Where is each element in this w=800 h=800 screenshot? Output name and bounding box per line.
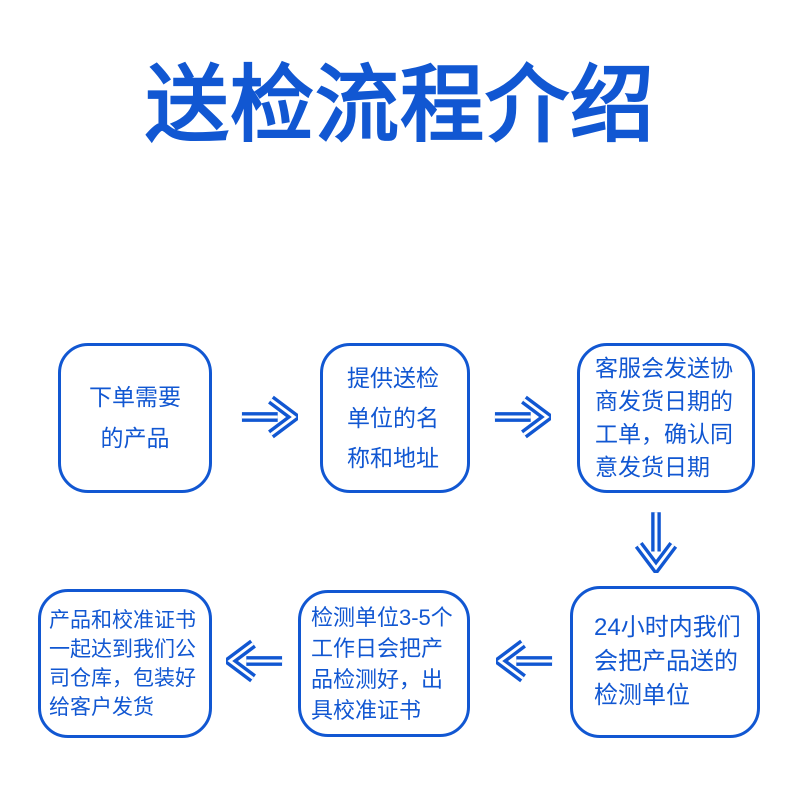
flow-step-5: 检测单位3-5个 工作日会把产 品检测好，出 具校准证书: [298, 590, 470, 737]
step-text-line: 检测单位: [594, 682, 690, 709]
step-text-line: 单位的名: [347, 405, 439, 431]
step-text-line: 下单需要: [89, 384, 181, 410]
arrow-step3-to-step4: [632, 509, 680, 573]
flow-step-1: 下单需要 的产品: [58, 343, 212, 493]
flow-step-2: 提供送检 单位的名 称和地址: [320, 343, 470, 493]
flow-step-3: 客服会发送协 商发货日期的 工单，确认同 意发货日期: [577, 343, 755, 493]
step-text-line: 一起达到我们公: [49, 637, 196, 661]
step-text-line: 提供送检: [347, 365, 439, 391]
step-text-line: 工作日会把产: [311, 635, 444, 661]
page-title: 送检流程介绍: [144, 58, 655, 152]
step-text-line: 品检测好，出: [311, 666, 444, 692]
step-text-line: 24小时内我们: [594, 614, 741, 641]
arrow-step1-to-step2: [240, 392, 298, 442]
step-text-line: 的产品: [100, 425, 170, 451]
arrow-step5-to-step6: [226, 636, 284, 686]
right-arrow-icon: [494, 395, 551, 439]
step-text-line: 商发货日期的: [595, 388, 733, 414]
step-text-line: 产品和校准证书: [49, 608, 196, 632]
arrow-step4-to-step5: [496, 636, 554, 686]
left-arrow-icon: [226, 639, 283, 683]
step-text-line: 司仓库，包装好: [49, 666, 196, 690]
arrow-step2-to-step3: [493, 392, 551, 442]
step-text-line: 意发货日期: [595, 454, 710, 480]
step-text-line: 称和地址: [347, 445, 439, 471]
step-text-line: 给客户发货: [49, 695, 154, 719]
flow-step-6: 产品和校准证书 一起达到我们公 司仓库，包装好 给客户发货: [38, 589, 212, 738]
right-arrow-icon: [241, 395, 298, 439]
flow-step-4: 24小时内我们 会把产品送的 检测单位: [570, 586, 760, 738]
step-text-line: 检测单位3-5个: [311, 604, 453, 630]
step-text-line: 工单，确认同: [595, 421, 733, 447]
down-arrow-icon: [634, 512, 678, 573]
step-text-line: 客服会发送协: [595, 355, 733, 381]
left-arrow-icon: [496, 639, 553, 683]
step-text-line: 具校准证书: [311, 697, 422, 723]
step-text-line: 会把产品送的: [594, 648, 738, 675]
